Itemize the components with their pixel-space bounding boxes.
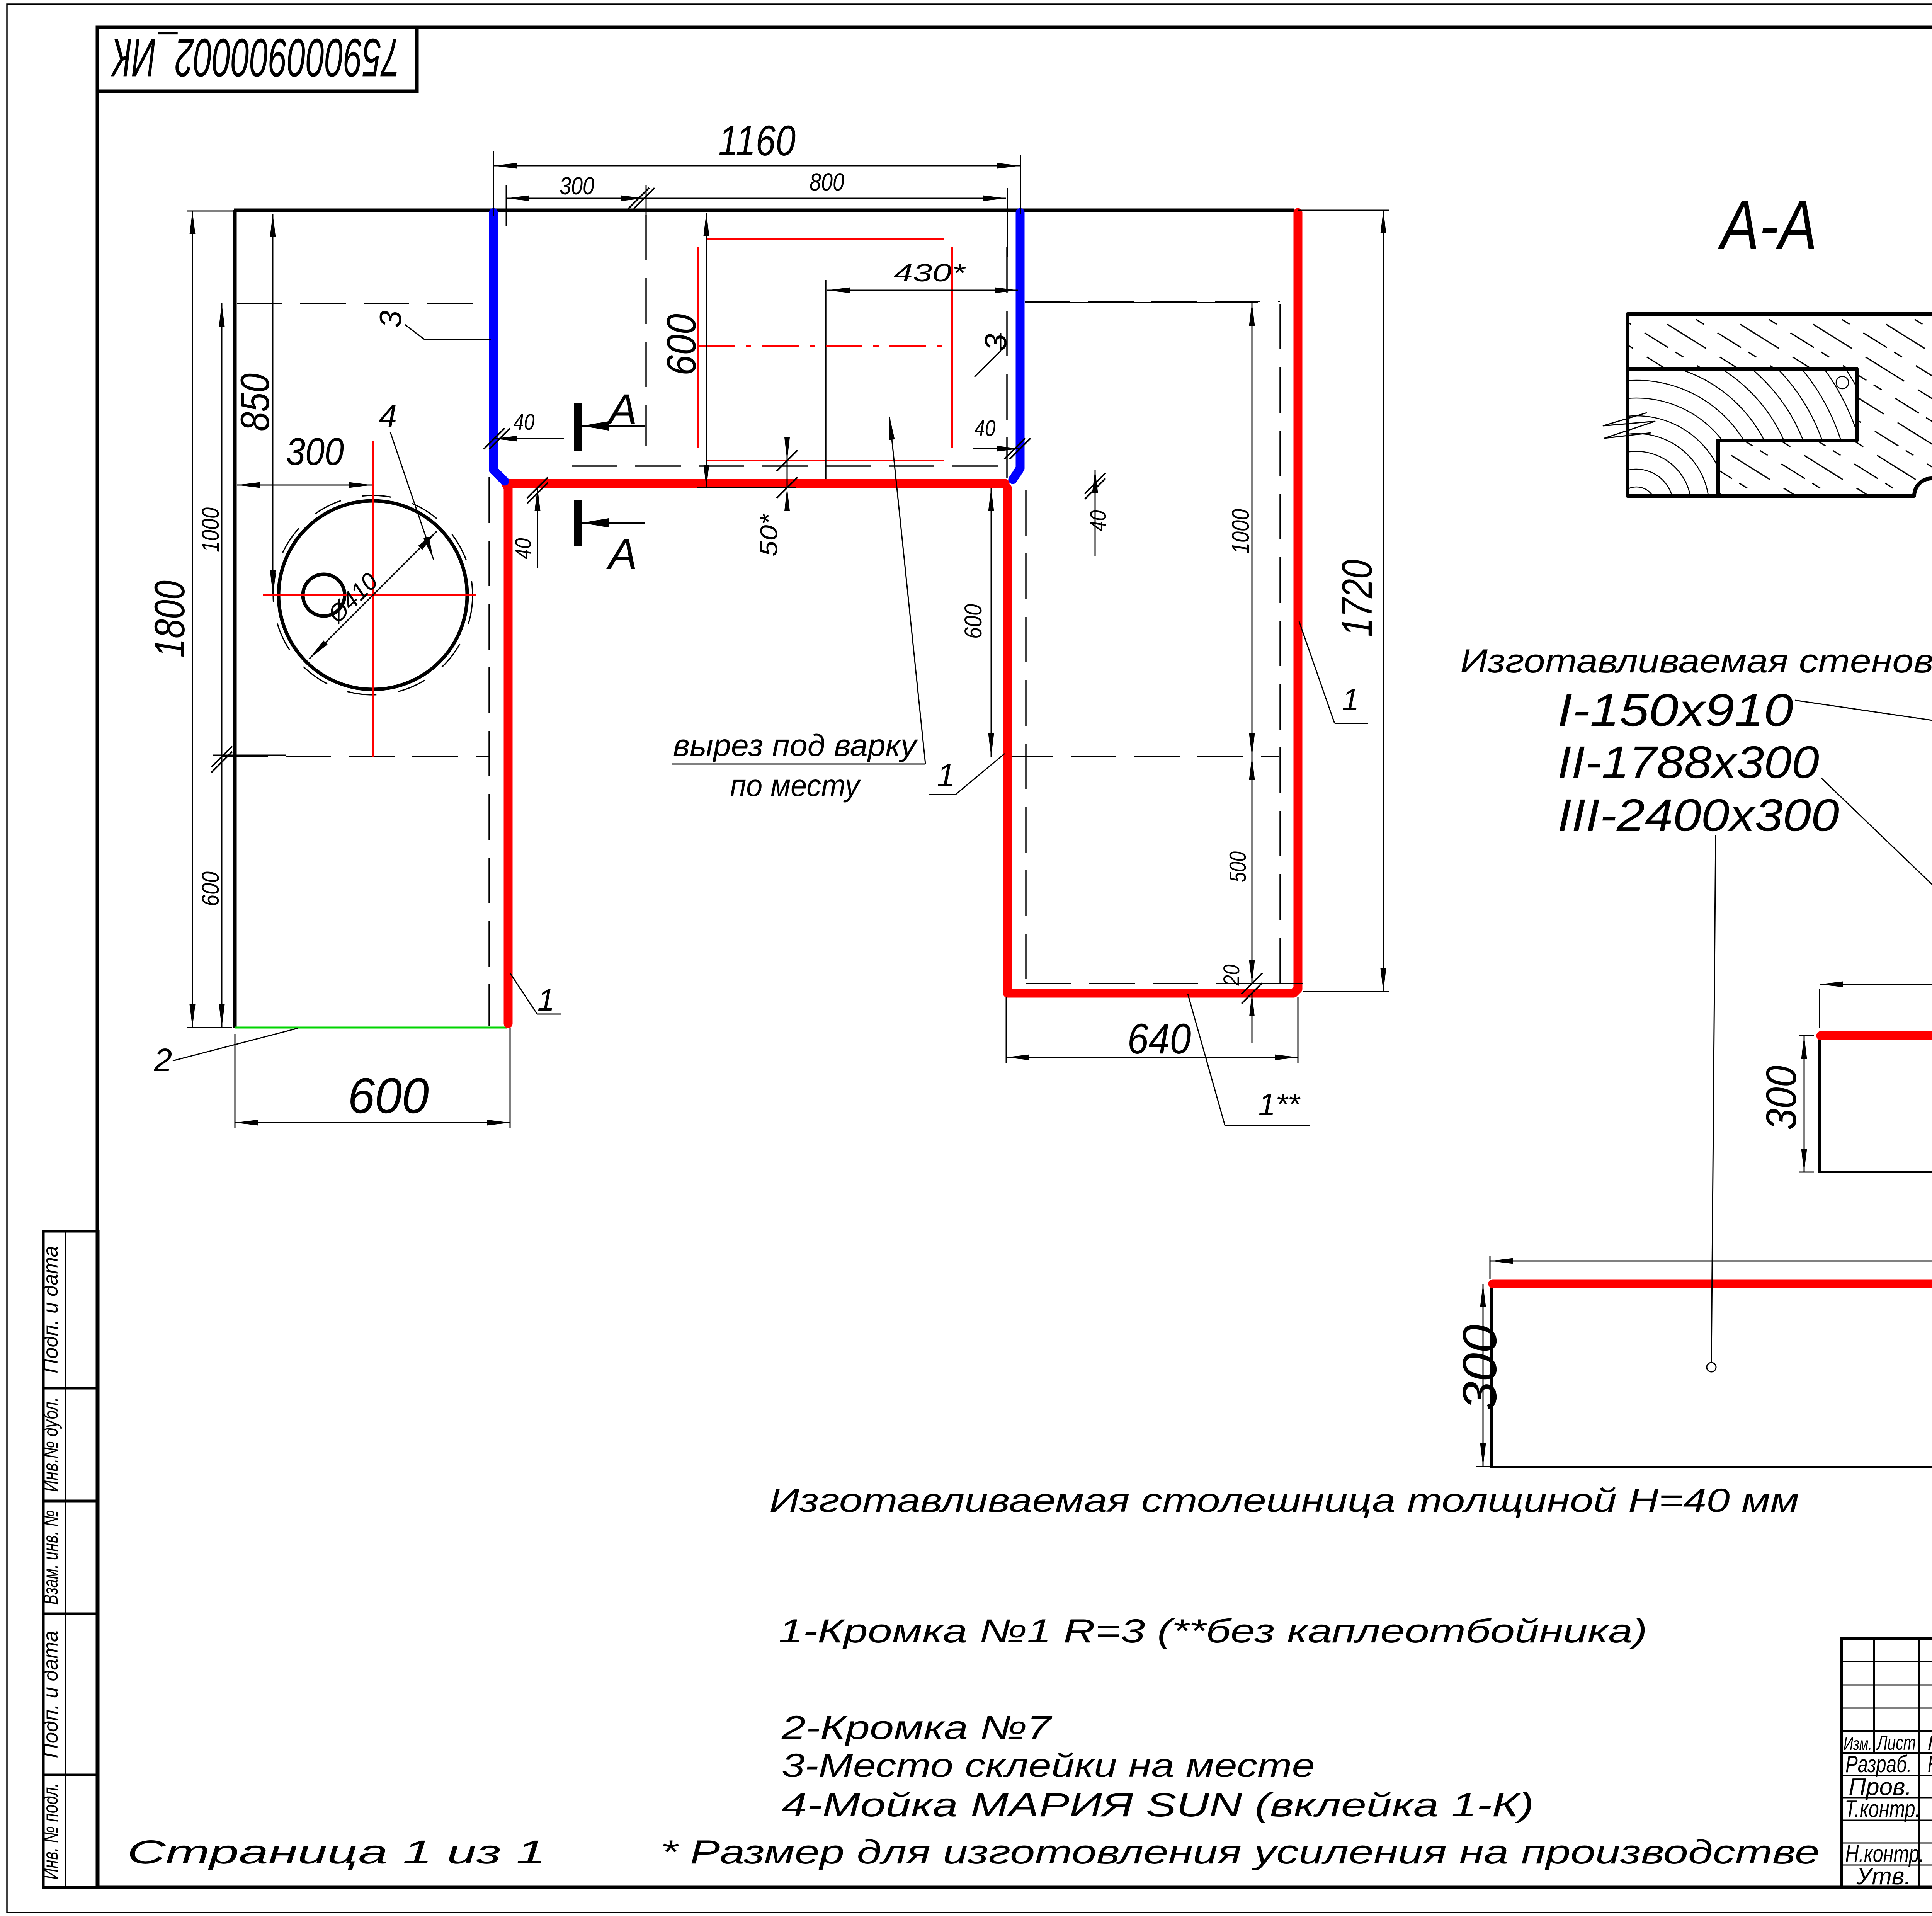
svg-text:40: 40 (514, 410, 535, 435)
svg-text:А-А: А-А (1718, 186, 1817, 264)
svg-text:1800: 1800 (146, 580, 194, 658)
svg-text:1720: 1720 (1333, 560, 1381, 637)
svg-text:40: 40 (511, 538, 536, 560)
svg-text:Изм.: Изм. (1844, 1734, 1872, 1754)
svg-text:3: 3 (978, 334, 1013, 351)
svg-text:800: 800 (810, 168, 844, 196)
svg-text:2-Кромка №7: 2-Кромка №7 (781, 1709, 1053, 1746)
svg-text:Подп. и дата: Подп. и дата (39, 1631, 62, 1758)
svg-text:А: А (606, 530, 638, 578)
svg-text:3: 3 (373, 311, 408, 328)
svg-text:Пров.: Пров. (1849, 1774, 1912, 1800)
svg-text:* Размер для изготовления усил: * Размер для изготовления усиления на пр… (660, 1834, 1820, 1871)
svg-text:3-Место склейки на месте: 3-Место склейки на месте (782, 1747, 1315, 1784)
svg-text:Инв. № подл.: Инв. № подл. (39, 1783, 62, 1880)
svg-text:600: 600 (960, 604, 987, 639)
svg-text:4: 4 (379, 398, 397, 434)
svg-text:А: А (606, 385, 638, 434)
svg-text:1000: 1000 (1227, 509, 1254, 554)
svg-text:600: 600 (197, 871, 224, 906)
svg-text:300: 300 (286, 430, 344, 473)
svg-text:600: 600 (348, 1067, 429, 1124)
svg-text:Разраб.: Разраб. (1845, 1751, 1912, 1778)
svg-text:40: 40 (975, 416, 996, 441)
svg-text:1: 1 (937, 757, 955, 793)
svg-text:50*: 50* (756, 513, 782, 556)
svg-text:по месту: по месту (730, 768, 862, 803)
svg-text:850: 850 (233, 373, 278, 431)
svg-text:4-Мойка МАРИЯ SUN (вклейка 1-К: 4-Мойка МАРИЯ SUN (вклейка 1-К) (782, 1787, 1534, 1824)
svg-text:N докум.: N докум. (1928, 1731, 1932, 1754)
svg-text:500: 500 (1225, 851, 1251, 882)
svg-text:1160: 1160 (718, 117, 796, 165)
svg-text:600: 600 (658, 314, 704, 376)
svg-text:Взам. инв. №: Взам. инв. № (39, 1510, 62, 1605)
svg-text:2: 2 (154, 1042, 172, 1078)
svg-text:Подп. и дата: Подп. и дата (39, 1246, 62, 1373)
svg-text:Изготавливаемая столешница тол: Изготавливаемая столешница толщиной Н=40… (769, 1482, 1799, 1519)
svg-text:Утв.: Утв. (1856, 1863, 1911, 1890)
svg-text:300: 300 (1758, 1066, 1805, 1130)
svg-text:1-Кромка №1 R=3 (**без каплеот: 1-Кромка №1 R=3 (**без каплеотбойника) (779, 1613, 1647, 1650)
svg-text:40: 40 (1086, 510, 1111, 532)
svg-text:1000: 1000 (197, 507, 224, 552)
svg-text:20: 20 (1219, 965, 1244, 986)
svg-text:Изготавливаемая стеновая панел: Изготавливаемая стеновая панель толщиной… (1460, 643, 1932, 680)
svg-text:III-2400х300: III-2400х300 (1558, 790, 1839, 841)
svg-text:II-1788х300: II-1788х300 (1558, 737, 1819, 788)
svg-text:Назаров А.: Назаров А. (1928, 1751, 1932, 1778)
svg-text:I-150х910: I-150х910 (1558, 685, 1793, 736)
svg-text:300: 300 (560, 172, 594, 200)
svg-text:Инв.№ дубл.: Инв.№ дубл. (39, 1397, 62, 1492)
svg-text:1**: 1** (1259, 1087, 1301, 1121)
svg-text:1: 1 (1342, 682, 1359, 717)
svg-text:1: 1 (537, 983, 555, 1017)
svg-text:759000900002_ИК: 759000900002_ИК (111, 27, 400, 88)
svg-text:Страница 1 из 1: Страница 1 из 1 (127, 1834, 546, 1871)
svg-text:300: 300 (1453, 1324, 1507, 1410)
svg-text:вырез под варку: вырез под варку (673, 728, 918, 762)
svg-text:Н.контр.: Н.контр. (1845, 1841, 1925, 1867)
svg-text:Лист: Лист (1876, 1731, 1916, 1754)
svg-text:Т.контр.: Т.контр. (1845, 1796, 1920, 1822)
svg-text:640: 640 (1128, 1015, 1191, 1063)
svg-text:430*: 430* (894, 259, 966, 287)
